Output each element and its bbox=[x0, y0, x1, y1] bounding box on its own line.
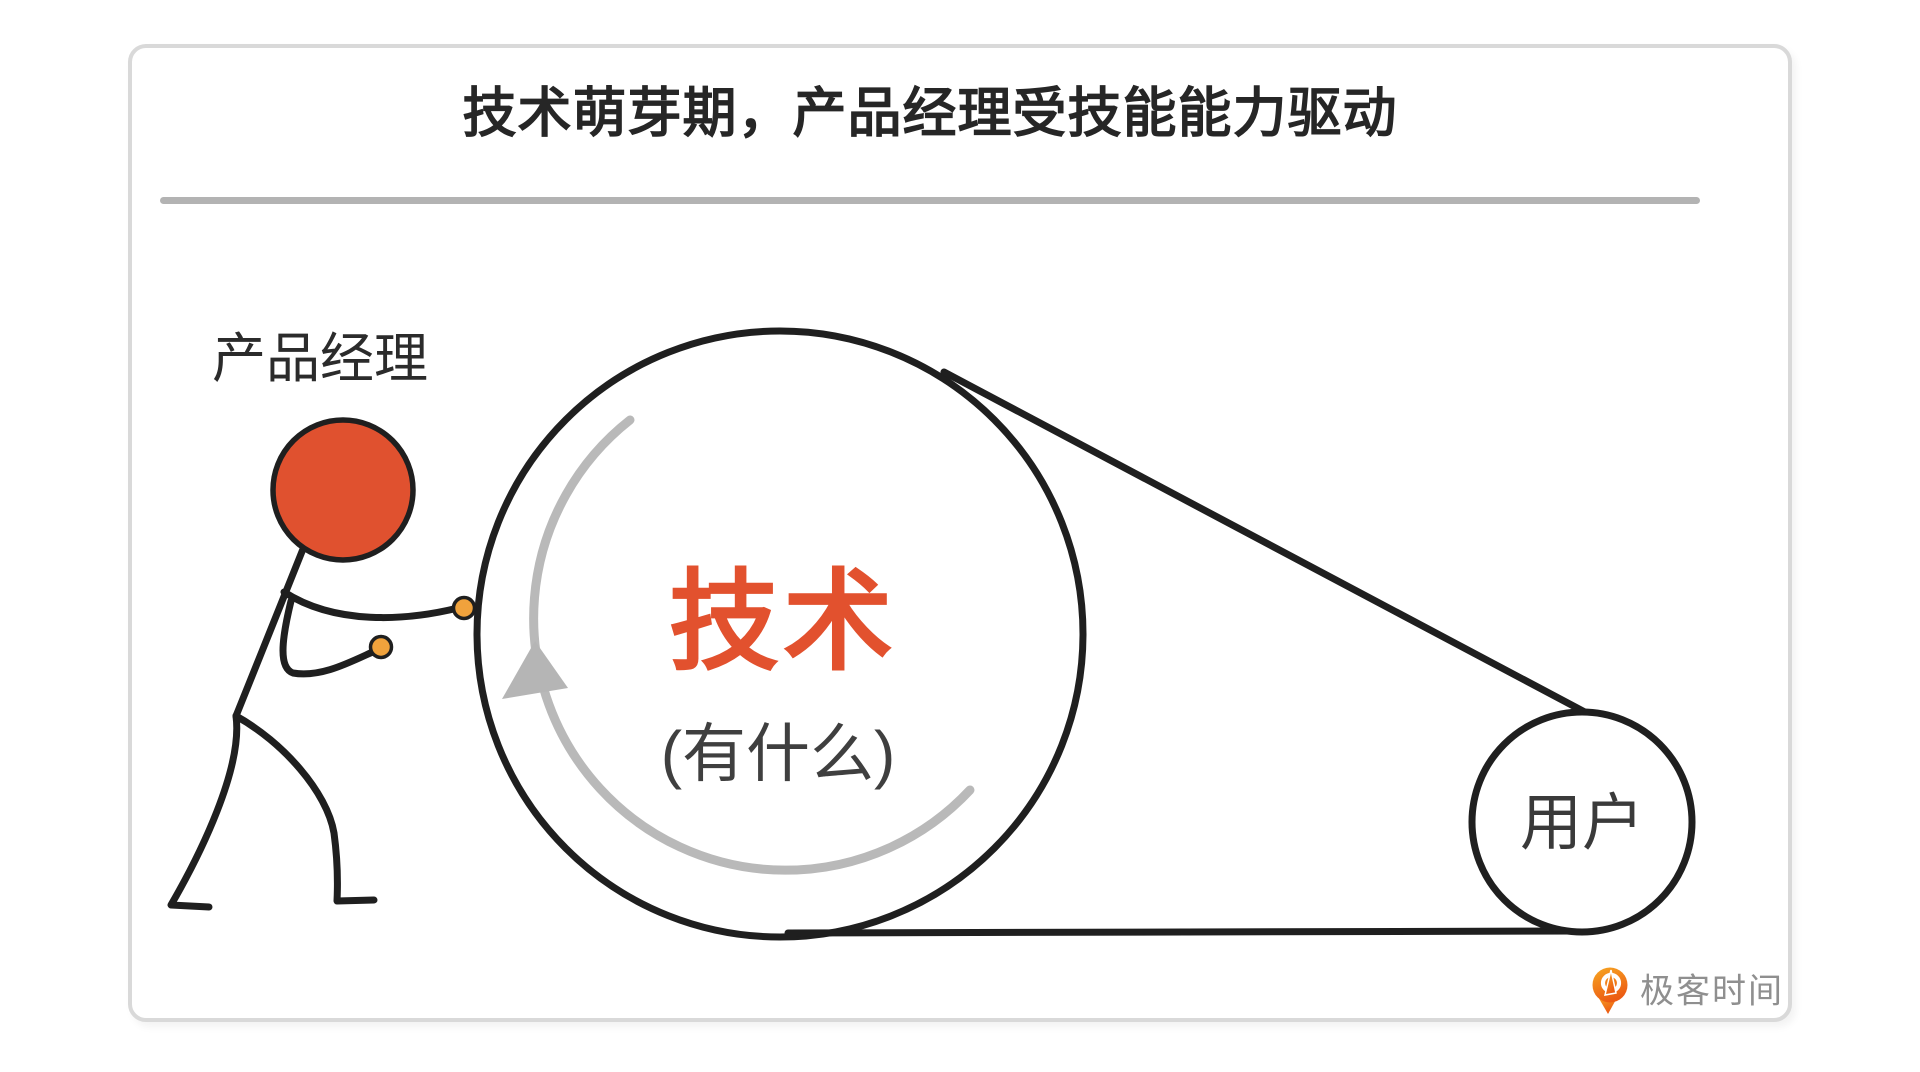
figure-torso bbox=[232, 545, 307, 720]
technology-wheel-circle bbox=[473, 327, 1087, 941]
figure-head bbox=[270, 417, 416, 563]
wheel-main-label: 技术 bbox=[669, 561, 897, 684]
figure-upper-arm bbox=[280, 588, 462, 622]
belt-line-lower bbox=[784, 927, 1594, 937]
slide-title: 技术萌芽期，产品经理受技能能力驱动 bbox=[462, 83, 1398, 144]
rotation-arrow bbox=[502, 415, 975, 875]
figure-hand-dot-upper bbox=[451, 595, 477, 621]
geektime-brand-text: 极客时间 bbox=[1640, 972, 1784, 1011]
figure-lower-arm bbox=[279, 597, 381, 678]
title-divider bbox=[160, 197, 1700, 204]
user-circle-label: 用户 bbox=[1519, 789, 1645, 858]
belt-lines bbox=[784, 368, 1666, 937]
figure-back-leg bbox=[167, 712, 241, 911]
wheel-sub-label: (有什么) bbox=[660, 718, 896, 790]
geektime-logo-icon bbox=[1592, 967, 1628, 1014]
product-manager-figure bbox=[167, 417, 477, 911]
figure-hand-dot-lower bbox=[368, 634, 394, 660]
belt-line-upper bbox=[940, 368, 1666, 757]
rotation-arrowhead-icon bbox=[502, 641, 568, 699]
figure-front-leg bbox=[232, 712, 378, 905]
user-circle bbox=[1468, 708, 1696, 936]
person-label: 产品经理 bbox=[212, 329, 428, 389]
